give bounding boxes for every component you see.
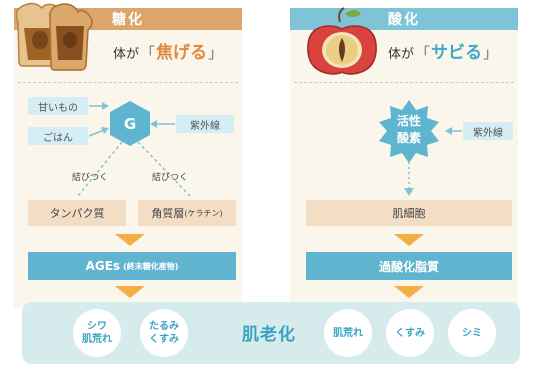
oxidation-phrase-pre: 体が [388,47,415,62]
glycation-phrase-pre: 体が [113,47,140,62]
product-lipid-peroxide: 過酸化脂質 [306,252,512,280]
glycation-title: 糖化 [112,12,144,28]
starburst-label: 活性 酸素 [389,113,429,149]
glycation-keyword: 焦げる [156,43,208,63]
link-label-left: 結びつく [72,173,109,183]
result-circle-dullness: くすみ [386,309,434,357]
glycation-header: 糖化 [14,8,242,30]
target-stratum: 角質層 (ケラチン) [138,200,236,226]
glycation-bracket-close: 」 [208,44,224,62]
result-circle-wrinkle-line2: 肌荒れ [82,334,112,345]
oxidation-keyword: サビる [431,43,483,63]
glycation-divider [18,82,238,83]
oxidation-divider [294,82,514,83]
result-circle-spots: シミ [448,309,496,357]
target-stratum-label: 角質層 [151,207,185,220]
target-protein: タンパク質 [28,200,126,226]
cause-uv-left: 紫外線 [176,115,234,133]
glycation-bracket-open: 「 [140,44,156,62]
product-ages-label: AGEs [85,259,121,273]
cause-uv-right: 紫外線 [463,122,513,140]
product-ages-note: (終末糖化産物) [123,261,179,271]
glycation-phrase: 体が 「 焦げる 」 [113,38,224,63]
starburst-line1: 活性 [396,114,421,128]
starburst-line2: 酸素 [396,131,421,145]
cause-sweets: 甘いもの [28,97,88,115]
oxidation-bracket-close: 」 [483,44,499,62]
result-circle-roughness: 肌荒れ [324,309,372,357]
result-circle-sagging-line1: たるみ [149,321,179,332]
oxidation-bracket-open: 「 [415,44,431,62]
target-stratum-note: (ケラチン) [184,208,223,218]
target-skin-cell: 肌細胞 [306,200,512,226]
oxidation-title: 酸化 [388,12,420,28]
result-circle-wrinkle: シワ 肌荒れ [73,309,121,357]
result-circle-sagging: たるみ くすみ [140,309,188,357]
product-ages: AGEs (終末糖化産物) [28,252,236,280]
hexagon-label: G [123,115,137,133]
cause-rice: ごはん [28,127,88,145]
oxidation-phrase: 体が 「 サビる 」 [388,38,499,63]
result-circle-sagging-line2: くすみ [149,334,179,345]
oxidation-header: 酸化 [290,8,518,30]
result-circle-wrinkle-line1: シワ [87,321,107,332]
result-title: 肌老化 [242,325,296,345]
link-label-right: 結びつく [152,173,189,183]
